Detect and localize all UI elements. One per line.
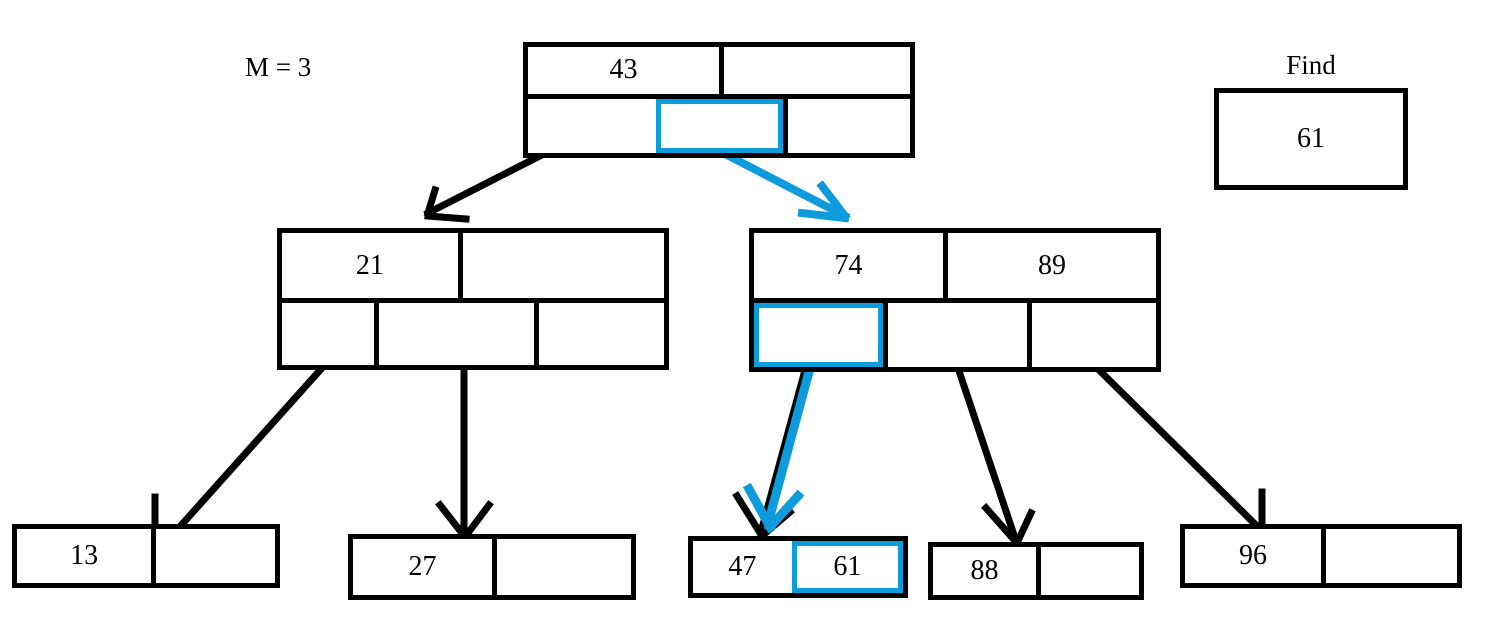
edge-right-internal-to-leaf-96 [1092,363,1267,541]
root-key-row: 43 [528,47,910,99]
root-key-1[interactable] [719,47,910,94]
internal-right-pointer-2[interactable] [1027,303,1156,367]
internal-right-key-row: 74 89 [754,233,1156,304]
leaf-node-13[interactable]: 13 [12,524,280,588]
edge-right-internal-to-leaf-47-61-underlay [722,368,808,544]
internal-node-left[interactable]: 21 [277,228,669,370]
leaf-node-96[interactable]: 96 [1180,524,1462,588]
leaf-27-row: 27 [353,539,631,595]
internal-right-pointer-0[interactable] [754,303,883,367]
leaf-88-cell-0[interactable]: 88 [933,547,1036,595]
root-pointer-0[interactable] [528,98,656,153]
root-pointer-1[interactable] [655,98,783,153]
find-caption: Find [1286,50,1336,80]
internal-left-key-row: 21 [282,233,664,304]
internal-left-pointer-row [282,303,664,365]
find-panel: Find 61 [1214,52,1408,190]
leaf-96-cell-0[interactable]: 96 [1185,529,1321,583]
leaf-47-61-cell-0[interactable]: 47 [693,541,792,593]
internal-left-key-1[interactable] [457,233,664,299]
edge-left-internal-to-leaf-13 [151,363,327,544]
edge-right-internal-to-leaf-47-61 [742,362,816,534]
internal-right-pointer-1[interactable] [882,303,1028,367]
leaf-47-61-cell-1[interactable]: 61 [791,541,903,593]
internal-left-key-0[interactable]: 21 [282,233,458,299]
leaf-node-47-61[interactable]: 47 61 [688,536,908,598]
leaf-node-88[interactable]: 88 [928,542,1144,600]
root-pointer-row [528,98,910,153]
leaf-27-cell-1[interactable] [492,539,631,595]
leaf-47-61-row: 47 61 [693,541,903,593]
root-pointer-2[interactable] [782,98,910,153]
leaf-13-cell-0[interactable]: 13 [17,529,152,583]
leaf-96-row: 96 [1185,529,1457,583]
leaf-88-row: 88 [933,547,1139,595]
root-key-0[interactable]: 43 [528,47,719,94]
leaf-13-row: 13 [17,529,275,583]
internal-left-pointer-2[interactable] [534,303,664,365]
leaf-13-cell-1[interactable] [151,529,275,583]
leaf-96-cell-1[interactable] [1321,529,1457,583]
internal-right-pointer-row [754,303,1156,367]
internal-right-key-1[interactable]: 89 [942,233,1156,299]
internal-right-key-0[interactable]: 74 [754,233,943,299]
edge-left-internal-to-leaf-27 [435,364,494,542]
edge-root-to-right-internal [723,150,851,223]
order-label: M = 3 [245,52,312,82]
internal-left-pointer-0[interactable] [282,303,374,365]
edge-right-internal-to-leaf-88 [953,363,1036,548]
leaf-27-cell-0[interactable]: 27 [353,539,492,595]
leaf-node-27[interactable]: 27 [348,534,636,600]
leaf-88-cell-1[interactable] [1036,547,1139,595]
find-value-box[interactable]: 61 [1214,88,1408,190]
internal-left-pointer-1[interactable] [373,303,535,365]
root-node[interactable]: 43 [523,42,915,158]
internal-node-right[interactable]: 74 89 [749,228,1161,372]
